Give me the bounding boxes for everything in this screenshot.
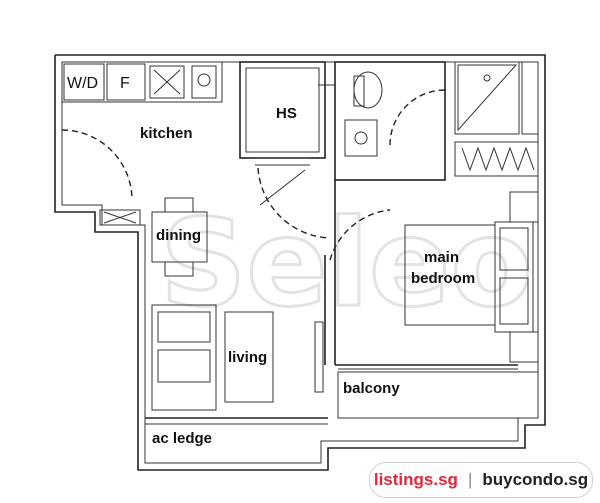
bathroom <box>334 61 446 181</box>
credit-listings[interactable]: listings.sg <box>373 470 458 489</box>
ac-ledge <box>145 417 328 425</box>
stove-icon <box>191 65 217 99</box>
room-label-living: living <box>228 349 267 366</box>
room-label-main-bedroom-2: bedroom <box>411 270 475 287</box>
basin-icon <box>344 119 378 157</box>
credit-separator: | <box>467 470 473 489</box>
main-bedroom <box>324 180 539 366</box>
watermark: Seleo <box>160 195 533 334</box>
room-label-hs: HS <box>276 105 297 122</box>
bedroom-door-swing <box>329 209 391 261</box>
living-furniture <box>151 304 324 411</box>
toilet-icon <box>353 71 383 109</box>
tv-icon <box>314 321 324 393</box>
dining-table <box>151 197 208 277</box>
credit-badge[interactable]: listings.sg | buycondo.sg <box>369 462 593 498</box>
coffee-table-icon <box>224 311 274 403</box>
kitchen-counter: W/D F <box>61 61 223 103</box>
room-label-main-bedroom-1: main <box>424 249 459 266</box>
room-label-kitchen: kitchen <box>140 125 193 142</box>
household-shelter <box>239 61 335 166</box>
shower <box>454 61 539 135</box>
kitchen-door-swing <box>61 129 133 201</box>
bathroom-door-swing <box>389 89 446 146</box>
room-label-dining: dining <box>156 227 201 244</box>
balcony <box>337 368 539 419</box>
sink-icon <box>149 65 185 99</box>
hs-door-swing <box>257 167 331 239</box>
ac-unit-icon <box>99 209 141 226</box>
sofa-icon <box>151 304 217 411</box>
room-label-balcony: balcony <box>343 380 400 397</box>
washer-dryer-label: W/D <box>67 75 98 92</box>
fridge-label: F <box>120 75 130 92</box>
wardrobe <box>454 141 539 177</box>
credit-buycondo[interactable]: buycondo.sg <box>482 470 589 489</box>
room-label-ac-ledge: ac ledge <box>152 430 212 447</box>
